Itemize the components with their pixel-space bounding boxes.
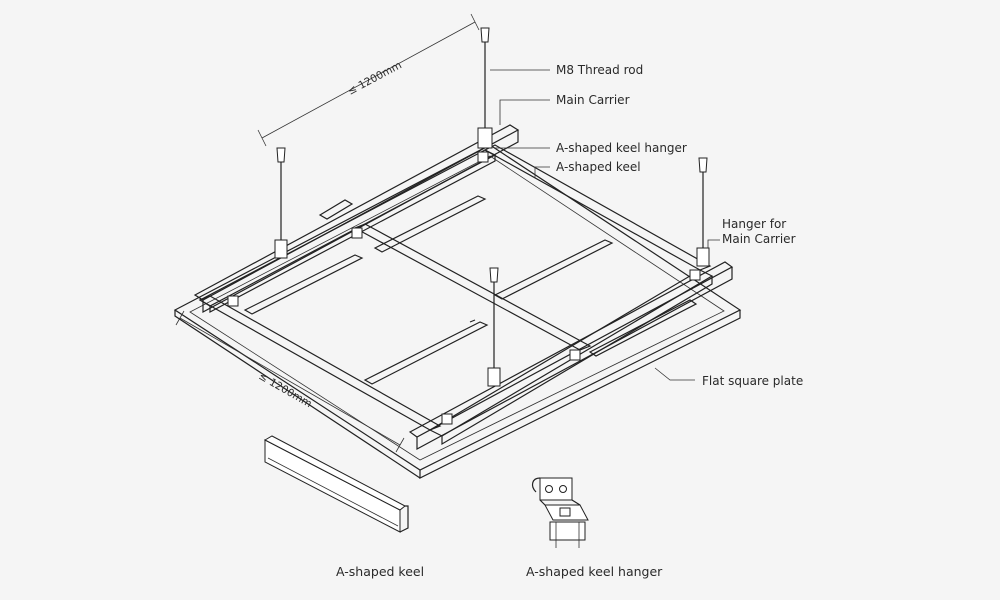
thread-rods xyxy=(276,27,708,368)
label-thread-rod: M8 Thread rod xyxy=(556,63,643,77)
dimension-left: ≤ 1200mm xyxy=(175,310,405,453)
label-hanger-main-2: Main Carrier xyxy=(722,232,796,246)
label-hanger-main-1: Hanger for xyxy=(722,217,786,231)
leader-lines xyxy=(490,69,720,381)
label-flat-plate: Flat square plate xyxy=(702,374,803,388)
label-keel: A-shaped keel xyxy=(556,160,641,174)
main-carriers xyxy=(193,124,734,451)
keel-frame xyxy=(198,144,714,446)
caption-keel: A-shaped keel xyxy=(336,564,424,579)
detail-keel-hanger-drawing xyxy=(531,477,589,548)
label-keel-hanger: A-shaped keel hanger xyxy=(556,141,687,155)
caption-keel-hanger: A-shaped keel hanger xyxy=(526,564,663,579)
detail-keel-drawing xyxy=(263,435,409,533)
label-main-carrier: Main Carrier xyxy=(556,93,630,107)
dimension-top: ≤ 1200mm xyxy=(257,13,480,147)
dimension-top-text: ≤ 1200mm xyxy=(346,59,404,97)
flat-square-plate xyxy=(173,144,742,479)
